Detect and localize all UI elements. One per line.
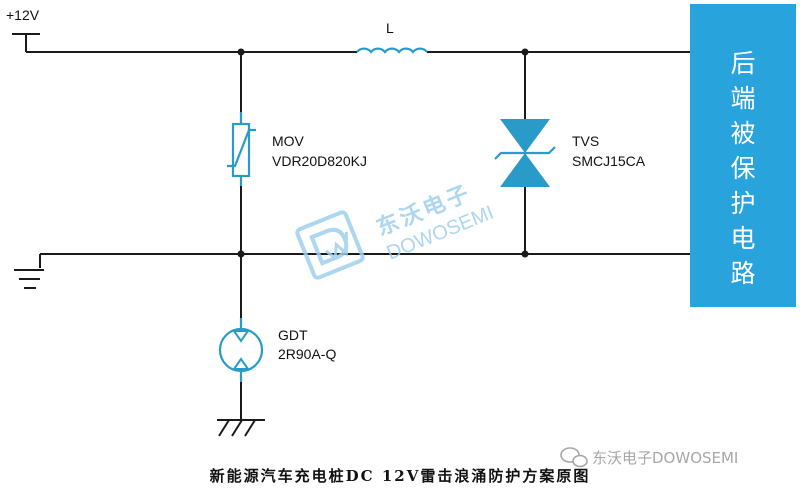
- footer-watermark: 东沃电子DOWOSEMI: [592, 449, 738, 467]
- protected-circuit-label: 后 端 被 保 护 电 路: [730, 49, 755, 288]
- wechat-icon: [560, 447, 588, 468]
- protected-circuit-char: 被: [730, 119, 755, 148]
- gdt-part: 2R90A-Q: [278, 346, 336, 362]
- protected-circuit-char: 端: [730, 84, 755, 113]
- protected-circuit-char: 后: [730, 49, 755, 78]
- protected-circuit-box: [690, 4, 796, 307]
- protected-circuit-char: 路: [730, 259, 755, 288]
- diagram-caption: 新能源汽车充电桩DC 12V雷击浪涌防护方案原图: [210, 467, 591, 485]
- protected-circuit-char: 护: [730, 189, 755, 218]
- supply-label: +12V: [6, 7, 40, 23]
- tvs-label: TVS: [572, 133, 599, 149]
- gdt-label: GDT: [278, 327, 308, 343]
- tvs-diode-symbol: [494, 119, 556, 187]
- dowosemi-watermark: 东沃电子 DOWOSEMI: [295, 180, 497, 280]
- dowosemi-logo-icon: [295, 210, 365, 280]
- mov-varistor-symbol: [227, 112, 256, 186]
- inductor: [356, 47, 428, 54]
- earth-ground-icon: [217, 419, 265, 437]
- ground-icon: [14, 254, 44, 289]
- mov-label: MOV: [272, 133, 305, 149]
- protected-circuit-char: 电: [730, 224, 755, 253]
- tvs-part: SMCJ15CA: [572, 153, 646, 169]
- protected-circuit-char: 保: [730, 154, 755, 183]
- inductor-label: L: [386, 20, 394, 36]
- gdt-symbol: [218, 318, 264, 382]
- mov-part: VDR20D820KJ: [272, 153, 367, 169]
